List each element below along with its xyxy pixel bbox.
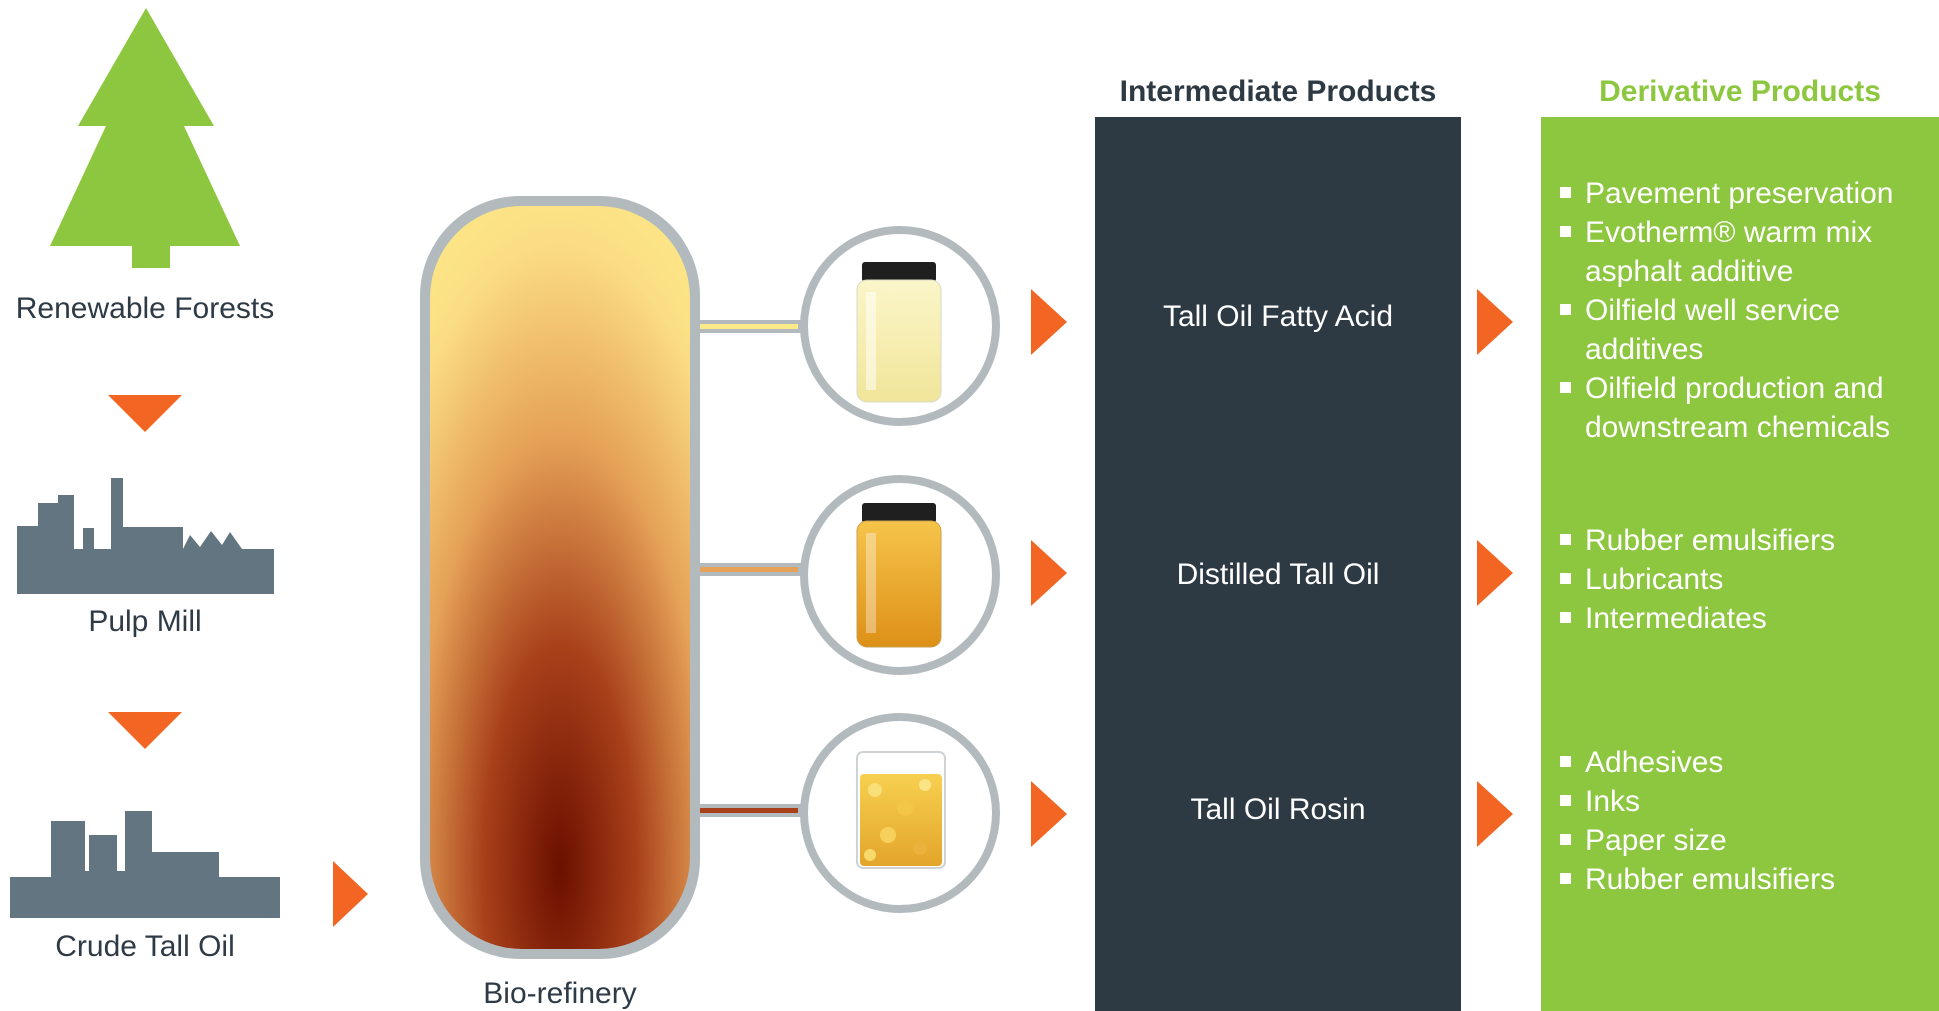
intermediate-products-heading: Intermediate Products [1119, 75, 1437, 108]
tree-icon [50, 8, 240, 246]
list-item: Lubricants [1558, 560, 1933, 599]
down-arrow-icon [108, 395, 182, 432]
renewable-forests-label: Renewable Forests [15, 292, 275, 325]
list-item: Rubber emulsifiers [1558, 521, 1933, 560]
list-item: Pavement preservation [1558, 174, 1933, 213]
arrow-right-icon [1477, 540, 1513, 606]
distilled-tall-oil-jar-image [800, 475, 1000, 675]
crude-tall-oil-label: Crude Tall Oil [55, 930, 235, 963]
list-item: Adhesives [1558, 743, 1933, 782]
derivative-list-distilled: Rubber emulsifiers Lubricants Intermedia… [1558, 521, 1933, 638]
pulp-mill-icon [17, 478, 274, 594]
list-item: Intermediates [1558, 599, 1933, 638]
tall-oil-rosin-label: Tall Oil Rosin [1190, 793, 1366, 826]
list-item: Paper size [1558, 821, 1933, 860]
arrow-right-icon [333, 861, 368, 927]
pulp-mill-label: Pulp Mill [88, 605, 202, 638]
down-arrow-icon [108, 712, 182, 749]
list-item: Oilfield production and downstream chemi… [1558, 369, 1933, 447]
arrow-right-icon [1031, 540, 1067, 606]
biorefinery-label: Bio-refinery [483, 977, 637, 1010]
intermediate-products-column [1095, 117, 1461, 1011]
list-item: Inks [1558, 782, 1933, 821]
tall-oil-fatty-acid-jar-image [800, 226, 1000, 426]
tree-trunk [132, 244, 170, 268]
derivative-list-fatty-acid: Pavement preservation Evotherm® warm mix… [1558, 174, 1933, 447]
crude-tall-oil-icon [10, 811, 280, 918]
arrow-right-icon [1477, 289, 1513, 355]
tall-oil-rosin-beaker-image [800, 713, 1000, 913]
distilled-tall-oil-label: Distilled Tall Oil [1176, 558, 1380, 591]
tall-oil-fatty-acid-label: Tall Oil Fatty Acid [1162, 300, 1394, 333]
list-item: Rubber emulsifiers [1558, 860, 1933, 899]
derivative-list-rosin: Adhesives Inks Paper size Rubber emulsif… [1558, 743, 1933, 899]
arrow-right-icon [1477, 781, 1513, 847]
arrow-right-icon [1031, 289, 1067, 355]
derivative-products-column [1541, 117, 1939, 1011]
list-item: Evotherm® warm mix asphalt additive [1558, 213, 1933, 291]
derivative-products-heading: Derivative Products [1599, 75, 1881, 108]
list-item: Oilfield well service additives [1558, 291, 1933, 369]
arrow-right-icon [1031, 781, 1067, 847]
